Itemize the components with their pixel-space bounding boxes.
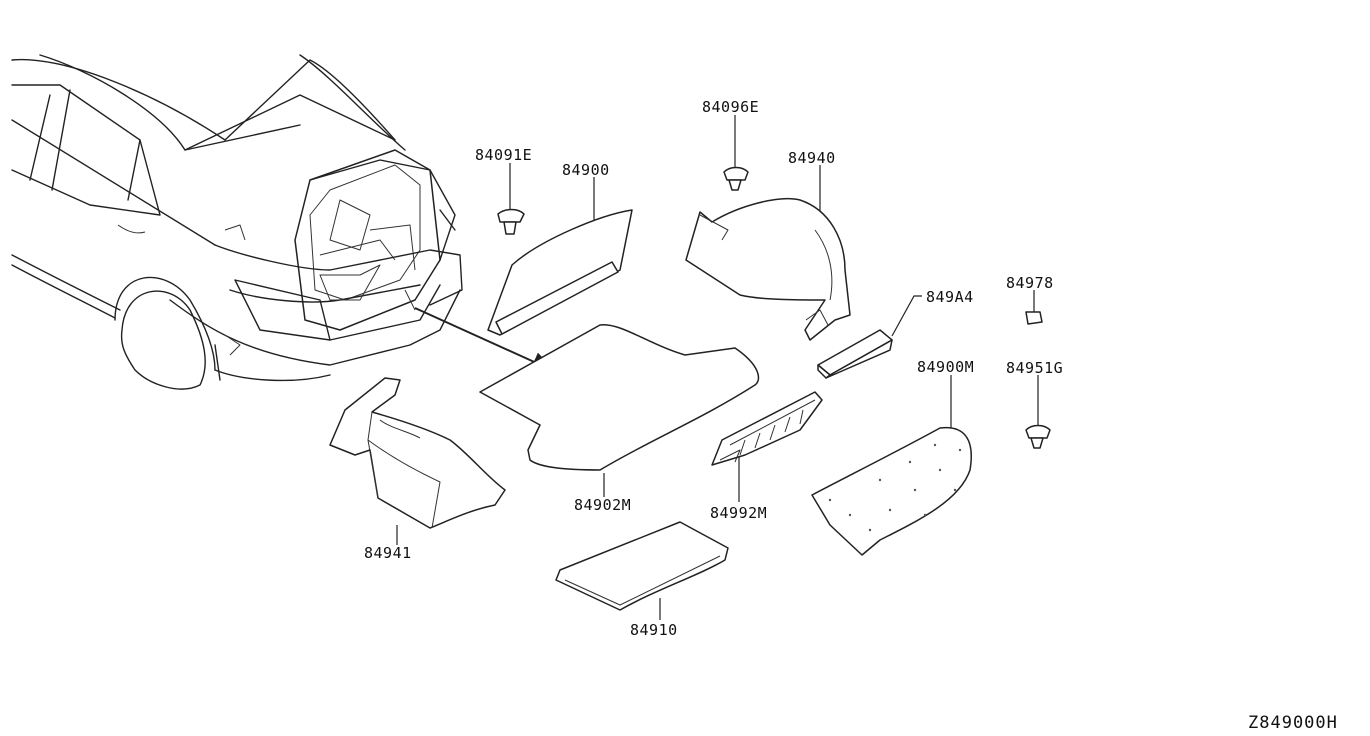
part-label-84992M: 84992M [710, 504, 767, 522]
vehicle-rear-illustration [11, 54, 556, 390]
part-label-84951G: 84951G [1006, 359, 1063, 377]
clip-84951G-part: 84951G [1006, 359, 1063, 449]
part-label-84940: 84940 [788, 149, 836, 167]
mat-84902M-part: 84902M [479, 324, 760, 514]
part-label-84978: 84978 [1006, 274, 1054, 292]
finisher-84992M-part: 84992M [710, 391, 823, 522]
diagram-reference-code: Z849000H [1248, 713, 1338, 733]
part-label-84902M: 84902M [574, 496, 631, 514]
part-label-84910: 84910 [630, 621, 678, 639]
trim-84900M-part: 84900M [811, 358, 974, 556]
part-label-84900: 84900 [562, 161, 610, 179]
part-label-849A4: 849A4 [926, 288, 974, 306]
clip-84096E-part: 84096E [702, 98, 759, 191]
trim-84940-part: 84940 [685, 149, 851, 341]
part-label-84096E: 84096E [702, 98, 759, 116]
part-label-84900M: 84900M [917, 358, 974, 376]
trim-84900-part: 84900 [487, 161, 633, 336]
trim-84941-part: 84941 [329, 377, 506, 562]
part-label-84091E: 84091E [475, 146, 532, 164]
spacer-849A4-part: 849A4 [817, 288, 974, 379]
grommet-84978-part: 84978 [1006, 274, 1054, 325]
board-84910-part: 84910 [555, 521, 729, 639]
part-label-84941: 84941 [364, 544, 412, 562]
clip-84091E-part: 84091E [475, 146, 532, 235]
